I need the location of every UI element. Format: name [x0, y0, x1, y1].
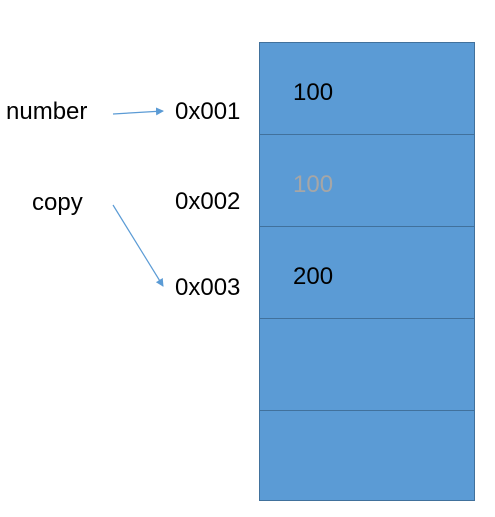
address-label-1: 0x001 [175, 98, 241, 125]
memory-cell-3: 200 [260, 227, 474, 319]
memory-cell-2-value: 100 [293, 171, 334, 198]
address-label-2: 0x002 [175, 188, 241, 215]
memory-cell-1-value: 100 [293, 79, 334, 106]
variable-copy-label: copy [32, 189, 83, 216]
arrow-copy-to-0x003 [112, 204, 164, 287]
memory-cell-2: 100 [260, 135, 474, 227]
memory-cell-3-value: 200 [293, 263, 334, 290]
memory-block: 100 100 200 [259, 42, 475, 501]
arrow-number-to-0x001 [112, 107, 164, 116]
memory-cell-4 [260, 319, 474, 411]
memory-cell-5 [260, 411, 474, 501]
variable-number-label: number [6, 98, 88, 125]
address-label-3: 0x003 [175, 274, 241, 301]
memory-cell-1: 100 [260, 43, 474, 135]
